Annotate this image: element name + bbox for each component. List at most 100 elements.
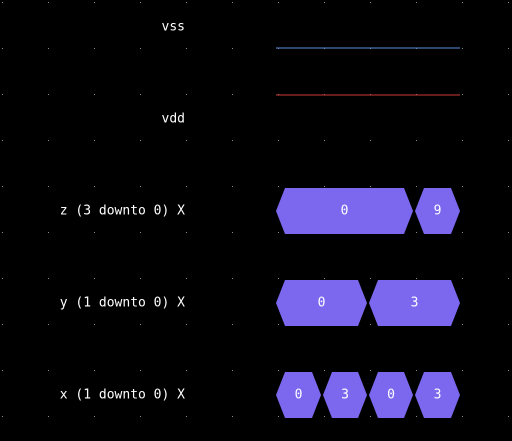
grid-dot [140,2,141,3]
grid-dot [2,140,3,141]
grid-dot [94,324,95,325]
grid-dot [462,2,463,3]
grid-dot [370,278,371,279]
grid-dot [140,416,141,417]
bus-value-y-0: 0 [318,296,326,311]
bus-segment-x-3 [415,372,460,418]
grid-dot [508,416,509,417]
grid-dot [48,48,49,49]
grid-dot [324,278,325,279]
grid-dot [140,186,141,187]
bus-segment-z-0 [276,188,413,234]
grid-dot [140,370,141,371]
grid-dot [324,140,325,141]
grid-dot [278,140,279,141]
grid-dot [370,370,371,371]
grid-dot [232,416,233,417]
grid-dot [232,324,233,325]
grid-dot [462,48,463,49]
bus-value-x-2: 0 [387,388,395,403]
bus-segment-z-1 [415,188,460,234]
grid-dot [140,324,141,325]
grid-dot [508,48,509,49]
grid-dot [462,416,463,417]
grid-dot [462,186,463,187]
grid-dot [508,370,509,371]
grid-dot [94,370,95,371]
signal-label-vdd: vdd [162,112,185,127]
grid-dot [278,278,279,279]
bus-value-y-1: 3 [411,296,419,311]
signal-label-vss: vss [162,20,185,35]
grid-dot [508,2,509,3]
grid-dot [508,140,509,141]
grid-dot [416,2,417,3]
grid-dot [462,232,463,233]
grid-dot [94,416,95,417]
grid-dot [48,2,49,3]
grid-dot [2,48,3,49]
grid-dot [94,140,95,141]
grid-dot [186,232,187,233]
bus-segment-y-0 [276,280,367,326]
grid-dot [2,278,3,279]
grid-dot [324,2,325,3]
grid-dot [94,278,95,279]
grid-dot [232,48,233,49]
grid-dot [370,416,371,417]
grid-dot [324,186,325,187]
grid-dot [186,48,187,49]
grid-dot [140,48,141,49]
signal-label-z: z (3 downto 0) X [60,204,185,219]
grid-dot [94,186,95,187]
grid-dot [2,370,3,371]
bus-segment-x-2 [369,372,413,418]
grid-dot [186,416,187,417]
grid-dot [416,232,417,233]
bus-value-x-1: 3 [341,388,349,403]
grid-dot [186,324,187,325]
grid-dot [2,2,3,3]
grid-dot [232,140,233,141]
grid-dot [416,278,417,279]
grid-dot [2,324,3,325]
grid-dot [94,48,95,49]
grid-dot [416,416,417,417]
grid-dot [48,324,49,325]
bus-segment-x-1 [323,372,367,418]
grid-dot [48,278,49,279]
grid-dot [48,186,49,187]
grid-dot [94,232,95,233]
grid-dot [48,140,49,141]
bus-value-z-1: 9 [434,204,442,219]
grid-dot [370,324,371,325]
grid-dot [462,140,463,141]
grid-dot [370,2,371,3]
grid-dot [232,278,233,279]
grid-dot [2,186,3,187]
grid-dot [278,324,279,325]
grid-dot [508,232,509,233]
grid-dot [232,186,233,187]
grid-dot [462,278,463,279]
grid-dot [278,186,279,187]
bus-value-z-0: 0 [341,204,349,219]
grid-dot [508,186,509,187]
grid-dot [232,370,233,371]
grid-dot [416,186,417,187]
grid-dot [278,2,279,3]
grid-dot [140,94,141,95]
grid-dot [370,140,371,141]
grid-dot [186,278,187,279]
grid-dot [48,232,49,233]
grid-dot [94,94,95,95]
grid-dot [370,186,371,187]
grid-dot [462,370,463,371]
grid-dot [186,186,187,187]
grid-dot [278,232,279,233]
grid-dot [416,140,417,141]
grid-dot [48,94,49,95]
